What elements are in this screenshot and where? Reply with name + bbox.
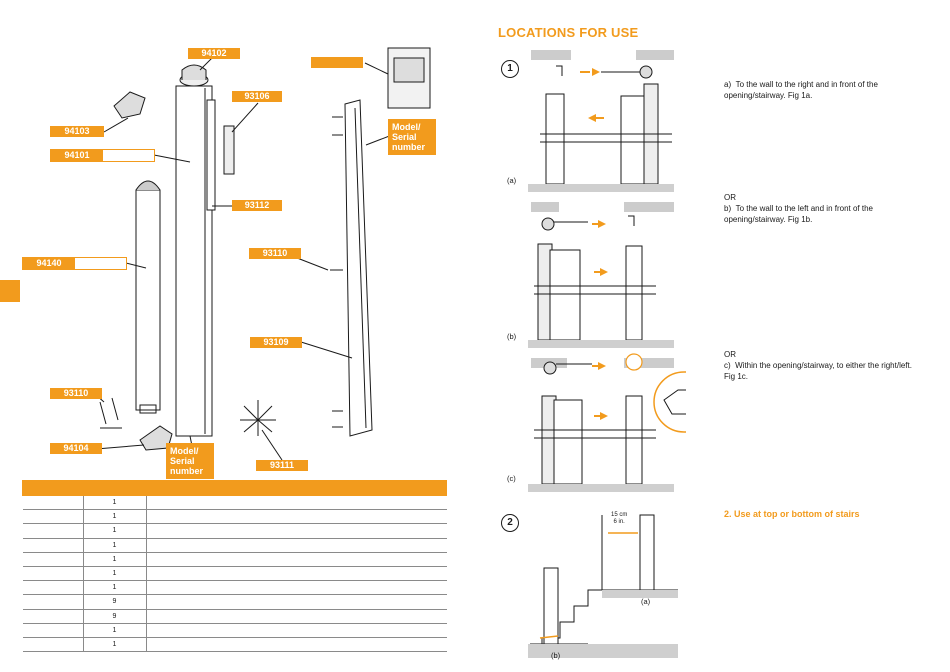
callout-94103: 94103 [50, 126, 104, 137]
table-row: 1 [22, 495, 447, 511]
callout-94104: 94104 [50, 443, 102, 454]
fig-label-b: (b) [507, 332, 517, 341]
callout-93111: 93111 [256, 460, 308, 471]
table-header [22, 480, 447, 496]
option-a: a) To the wall to the right and in front… [724, 80, 878, 100]
exploded-parts-diagram [95, 47, 431, 461]
table-row: 1 [22, 523, 447, 539]
figure-2-stairs [528, 514, 678, 658]
callout-94102: 94102 [188, 48, 240, 59]
table-row: 1 [22, 538, 447, 553]
callout-93112: 93112 [232, 200, 282, 211]
receiver-strip-illustration [344, 99, 373, 437]
table-row: 1 [22, 509, 447, 525]
table-row: 1 [22, 552, 447, 567]
fig2-label-b: (b) [551, 651, 561, 660]
fig2-label-a: (a) [641, 597, 651, 606]
section-tab [0, 280, 20, 302]
handle-illustration [223, 125, 235, 175]
callout-94140: 94140 [22, 257, 127, 270]
bottom-bracket-illustration [139, 425, 173, 451]
table-row: 1 [22, 637, 447, 653]
table-row: 9 [22, 594, 447, 610]
fig-label-c: (c) [507, 474, 516, 483]
table-row: 1 [22, 580, 447, 596]
table-row: 1 [22, 566, 447, 582]
page-title: LOCATIONS FOR USE [498, 25, 639, 40]
figure-1-illustrations [528, 50, 686, 492]
callout-93106: 93106 [232, 91, 282, 102]
step-1-badge: 1 [501, 60, 519, 78]
top-cap-illustration [113, 91, 146, 119]
fig-label-a: (a) [507, 176, 517, 185]
callout-model-serial-bottom: Model/ Serial number [166, 443, 214, 479]
table-row: 1 [22, 623, 447, 638]
or-separator-1: OR [724, 193, 736, 202]
callout-93110-right: 93110 [249, 248, 301, 259]
callout-93110-left: 93110 [50, 388, 102, 399]
stairs-heading: 2. Use at top or bottom of stairs [724, 509, 860, 519]
callout-93109: 93109 [250, 337, 302, 348]
callout-94101: 94101 [50, 149, 155, 162]
callout-blank [311, 57, 363, 68]
option-c: c) Within the opening/stairway, to eithe… [724, 361, 912, 381]
option-b: b) To the wall to the left and in front … [724, 204, 873, 224]
table-row: 9 [22, 609, 447, 624]
parts-table: 1 1 1 1 1 1 1 9 9 1 1 [22, 480, 447, 653]
step-2-badge: 2 [501, 514, 519, 532]
main-post-illustration [175, 85, 213, 437]
roller-post-illustration [135, 189, 161, 411]
callout-model-serial-right: Model/ Serial number [388, 119, 436, 155]
or-separator-2: OR [724, 350, 736, 359]
